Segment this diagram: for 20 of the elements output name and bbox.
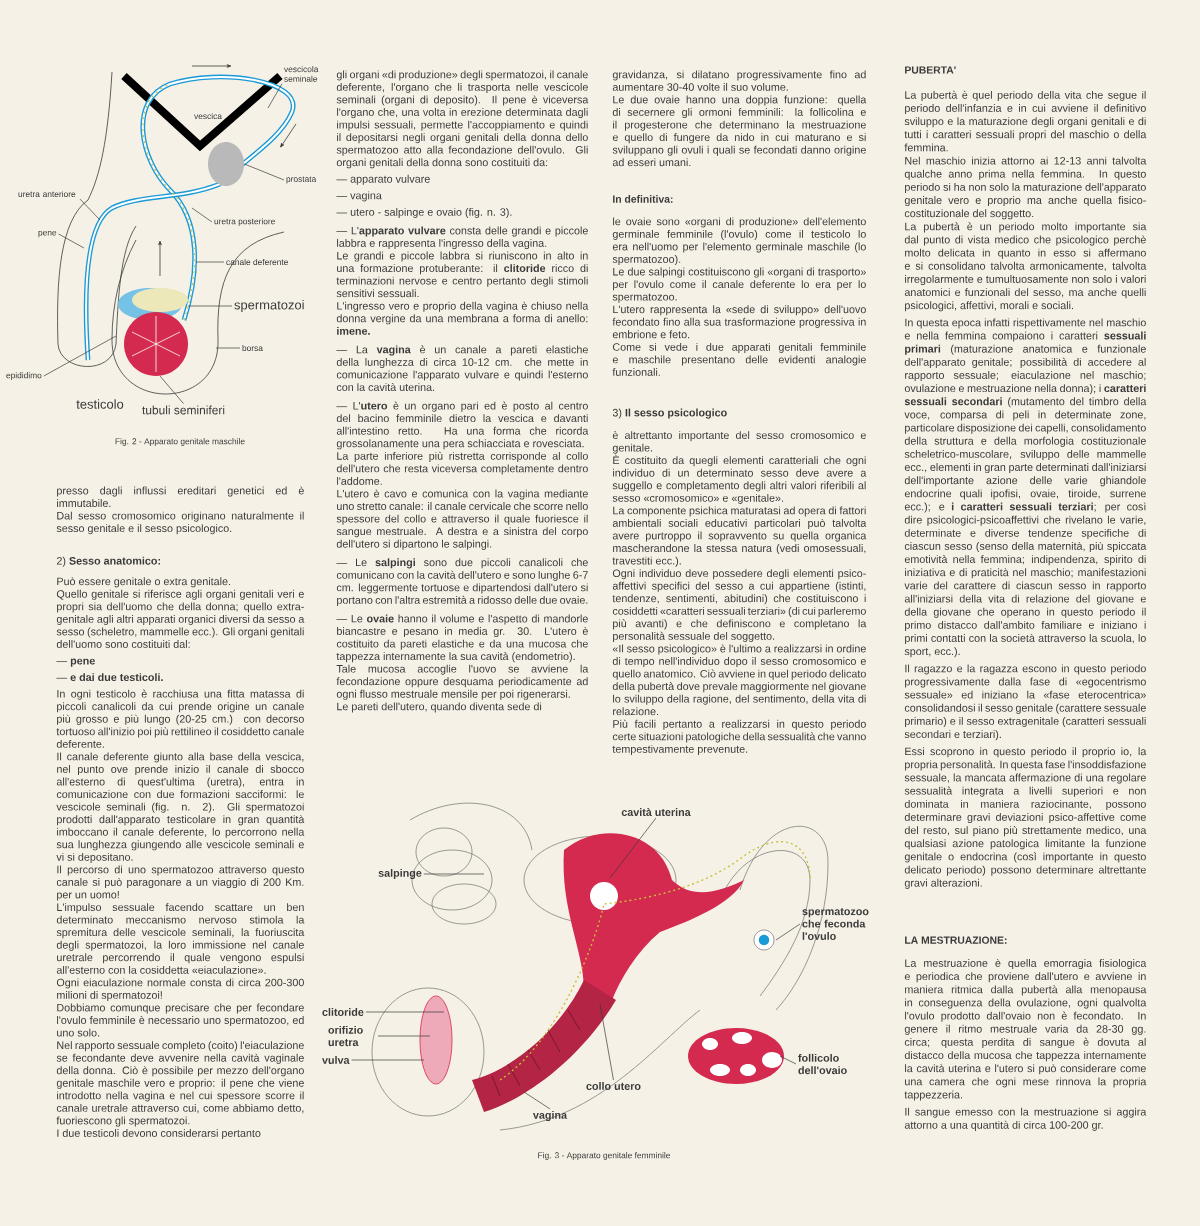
leader-line: [159, 375, 184, 404]
leader-line: [58, 233, 85, 249]
leader-line: [779, 1055, 797, 1065]
leader-line: [599, 1003, 614, 1081]
prostate-shape: [208, 142, 244, 186]
leader-line: [191, 207, 213, 223]
leader-line: [365, 1011, 445, 1013]
leader-line: [523, 1091, 551, 1110]
leader-line: [267, 83, 283, 109]
leader-line: [423, 873, 485, 875]
leader-line: [775, 923, 801, 941]
leader-line: [351, 1059, 425, 1061]
leader-line: [609, 817, 657, 879]
leader-line: [79, 198, 101, 221]
leader-line: [187, 305, 233, 307]
leader-line: [377, 1035, 431, 1037]
leader-line: [43, 335, 117, 377]
leader-line: [244, 163, 285, 181]
leader-line: [215, 347, 241, 349]
leader-line: [195, 261, 225, 263]
